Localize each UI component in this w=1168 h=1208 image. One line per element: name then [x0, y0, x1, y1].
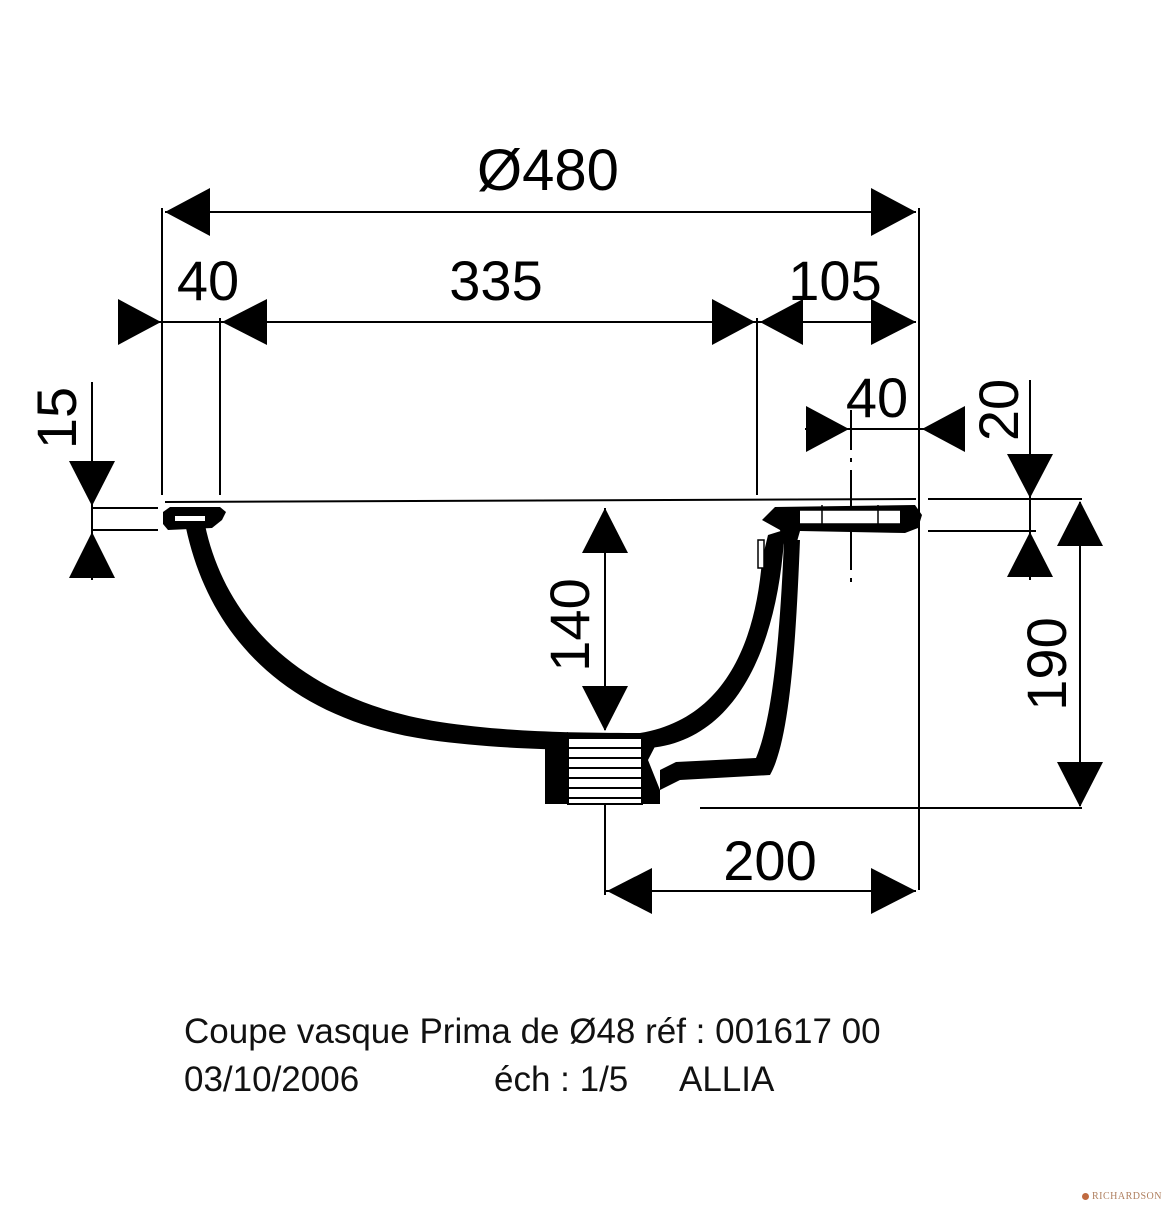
- dim-tap-offset: 40: [846, 366, 908, 429]
- dim-rim-left: 40: [177, 249, 239, 312]
- dimension-labels: Ø480 40 335 105 40 20 15 140 190 200: [25, 138, 1078, 892]
- bowl-wall: [186, 525, 784, 750]
- caption-brand: ALLIA: [679, 1060, 775, 1099]
- center-lines: [604, 410, 852, 895]
- caption-info: 03/10/2006 éch : 1/5 ALLIA: [184, 1060, 774, 1100]
- watermark-text: RICHARDSON: [1091, 1191, 1162, 1202]
- caption-scale: éch : 1/5: [494, 1060, 629, 1099]
- caption-title: Coupe vasque Prima de Ø48 réf : 001617 0…: [184, 1012, 881, 1051]
- basin-section: [163, 498, 922, 805]
- dim-total-height: 190: [1015, 617, 1078, 710]
- dim-drain-offset: 200: [723, 829, 816, 892]
- watermark-icon: [1081, 1193, 1089, 1201]
- watermark-logo: RICHARDSON: [1081, 1191, 1162, 1202]
- dim-bowl-depth: 140: [538, 578, 601, 671]
- arrowheads: [69, 188, 1103, 914]
- dim-overall-diameter: Ø480: [477, 138, 619, 203]
- dim-basin-width: 335: [449, 249, 542, 312]
- dim-rim-height-right: 20: [967, 379, 1030, 441]
- drain-outlet: [545, 732, 568, 804]
- dim-rim-right: 105: [788, 249, 881, 312]
- extension-lines: [92, 208, 1082, 895]
- caption-date: 03/10/2006: [184, 1060, 360, 1099]
- dim-rim-height-left: 15: [25, 387, 88, 449]
- overflow-channel: [660, 540, 800, 790]
